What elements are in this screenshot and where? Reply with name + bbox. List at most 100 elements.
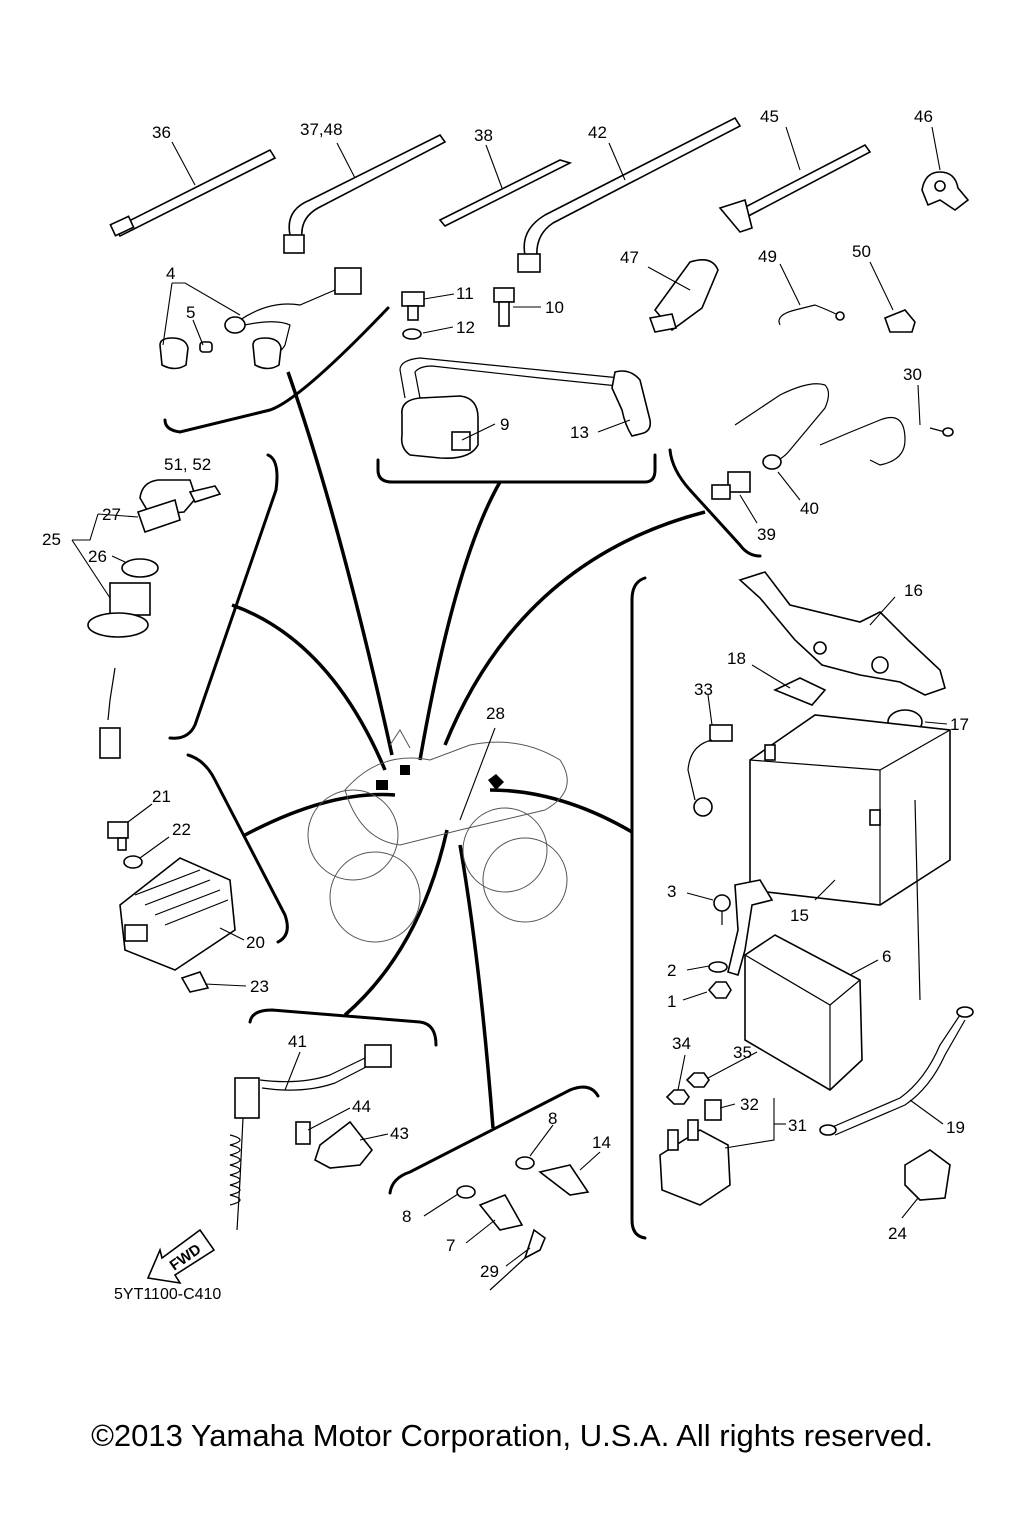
bolt-11: [401, 291, 425, 321]
callout-43: 43: [390, 1124, 409, 1143]
callout-11: 11: [456, 284, 474, 303]
battery-lead-19: [819, 799, 974, 1136]
callout-17: 17: [950, 715, 969, 734]
bolt-35: [685, 1072, 710, 1088]
leader-curve-battery: [489, 788, 633, 834]
callout-50: 50: [852, 242, 871, 261]
callout-23: 23: [250, 977, 269, 996]
ignition-coil-9: [399, 357, 652, 460]
clip-46: [921, 171, 970, 211]
lead-wire-30: [734, 383, 954, 466]
washer-2: [708, 961, 728, 973]
sub-wire-harness-4: [159, 267, 362, 370]
callout-8-upper: 8: [548, 1109, 557, 1128]
callout-44: 44: [352, 1097, 371, 1116]
callout-16: 16: [904, 581, 923, 600]
clip-23: [180, 971, 210, 993]
callout-26: 26: [88, 547, 107, 566]
lead-29: [489, 1228, 546, 1291]
callout-19: 19: [946, 1118, 965, 1137]
cable-tie-42: [517, 116, 742, 273]
group-bracket-sensor: [668, 448, 762, 558]
callout-31: 31: [788, 1116, 807, 1135]
starter-relay-31: [659, 1119, 731, 1206]
callout-33: 33: [694, 680, 713, 699]
callout-9: 9: [500, 415, 509, 434]
group-bracket-top-left: [163, 306, 390, 434]
callout-22: 22: [172, 820, 191, 839]
nut-1: [707, 981, 732, 999]
forward-arrow: FWD: [146, 1228, 216, 1285]
bolt-34: [665, 1089, 690, 1105]
callout-13: 13: [570, 423, 589, 442]
leader-curve-oil: [458, 844, 495, 1129]
leader-curve-neutral: [343, 829, 449, 1017]
callout-4: 4: [166, 264, 175, 283]
callout-38: 38: [474, 126, 493, 145]
callout-15: 15: [790, 906, 809, 925]
leader-curve-sensor: [443, 510, 706, 746]
bracket-stay: [727, 879, 774, 977]
callout-36: 36: [152, 123, 171, 142]
cap-40: [762, 454, 782, 470]
callout-27: 27: [102, 505, 121, 524]
cdi-unit-6: [744, 934, 863, 1091]
callout-2: 2: [667, 961, 676, 980]
cover-27: [136, 498, 181, 534]
cable-tie-45: [718, 143, 872, 233]
lead-33: [687, 724, 733, 817]
callout-25: 25: [42, 530, 61, 549]
bracket-18: [773, 677, 827, 706]
callout-8-lower: 8: [402, 1207, 411, 1226]
callout-47: 47: [620, 248, 639, 267]
bracket-43: [314, 1120, 374, 1169]
callout-10: 10: [545, 298, 564, 317]
copyright-notice: ©2013 Yamaha Motor Corporation, U.S.A. A…: [91, 1418, 933, 1453]
leader-curve-regulator: [244, 792, 396, 837]
callout-42: 42: [588, 123, 607, 142]
drawing-code: 5YT1100-C410: [114, 1286, 221, 1303]
main-switch-25: [87, 582, 151, 759]
switch-41: [229, 1044, 392, 1231]
leader-curve-coil: [418, 481, 502, 761]
callout-39: 39: [757, 525, 776, 544]
washer-8-upper: [515, 1156, 535, 1170]
callout-46: 46: [914, 107, 933, 126]
callout-leaders: [71, 126, 948, 1267]
washer-8-lower: [456, 1185, 476, 1199]
callout-34: 34: [672, 1034, 691, 1053]
callout-29: 29: [480, 1262, 499, 1281]
callout-45: 45: [760, 107, 779, 126]
cable-tie-37-48: [283, 133, 447, 254]
callout-24: 24: [888, 1224, 907, 1243]
callout-35: 35: [733, 1043, 752, 1062]
callout-21: 21: [152, 787, 171, 806]
callout-20: 20: [246, 933, 265, 952]
callout-14: 14: [592, 1133, 611, 1152]
sensor-7: [478, 1193, 524, 1231]
callout-3: 3: [667, 882, 676, 901]
callout-51-52: 51, 52: [164, 455, 211, 474]
group-bracket-battery: [630, 576, 647, 1240]
switch-14: [538, 1164, 590, 1196]
cable-tie-36: [109, 148, 277, 238]
washer-22: [123, 855, 143, 869]
callout-28: 28: [486, 704, 505, 723]
battery-15: [749, 714, 951, 906]
callout-6: 6: [882, 947, 891, 966]
holder-47: [648, 259, 719, 333]
callout-5: 5: [186, 303, 195, 322]
rectifier-regulator-20: [119, 857, 236, 971]
group-bracket-regulator: [186, 753, 289, 944]
fuse-32: [704, 1099, 722, 1121]
atv-outline: [307, 729, 568, 943]
leader-curve-switch: [231, 603, 387, 771]
washer-12: [402, 328, 422, 340]
group-bracket-coil: [376, 453, 657, 484]
group-bracket-neutral: [248, 1008, 438, 1047]
bolt-10: [493, 287, 515, 327]
clamp-50: [883, 309, 916, 333]
callout-7: 7: [446, 1236, 455, 1255]
callout-32: 32: [740, 1095, 759, 1114]
